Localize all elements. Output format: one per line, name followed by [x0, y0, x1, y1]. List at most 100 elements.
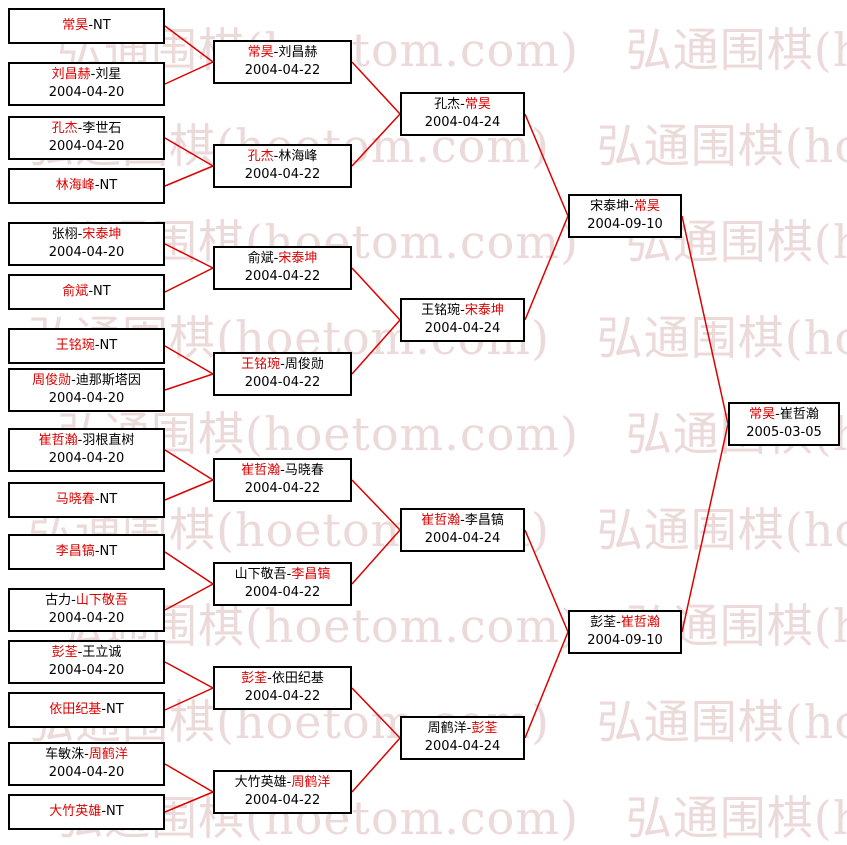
- match-pairing: 林海峰-NT: [56, 177, 117, 195]
- connector-line: [164, 267, 214, 293]
- connector-line: [164, 137, 214, 167]
- player2-name: NT: [93, 18, 111, 33]
- match-date: 2004-04-20: [48, 391, 125, 406]
- vs-separator: -: [629, 199, 634, 214]
- player1-name: 宋泰坤: [590, 199, 630, 214]
- player1-name: 崔哲瀚: [38, 433, 78, 448]
- vs-separator: -: [101, 804, 107, 819]
- match-pairing: 俞斌-宋泰坤: [248, 250, 318, 268]
- match-date: 2004-04-20: [48, 611, 125, 626]
- player1-name: 常昊: [247, 45, 274, 60]
- match-date: 2004-04-20: [48, 765, 125, 780]
- match-pairing: 孔杰-林海峰: [248, 148, 318, 166]
- connector-line: [164, 61, 214, 85]
- player1-name: 俞斌: [62, 284, 89, 299]
- connector-line: [524, 215, 569, 321]
- player2-name: NT: [93, 284, 111, 299]
- player1-name: 常昊: [749, 407, 776, 422]
- player1-name: 孔杰: [247, 149, 274, 164]
- match-pairing: 崔哲瀚-羽根直树: [39, 432, 135, 450]
- vs-separator: -: [94, 544, 100, 559]
- match-date: 2004-04-20: [48, 139, 125, 154]
- player2-name: 周俊勋: [284, 357, 324, 372]
- match-pairing: 马晓春-NT: [56, 491, 117, 509]
- player1-name: 车敏洙: [45, 747, 85, 762]
- player1-name: 大竹英雄: [49, 804, 102, 819]
- match-date: 2004-09-10: [587, 217, 663, 232]
- match-pairing: 周俊勋-迪那斯塔因: [32, 372, 141, 390]
- match-date: 2004-04-22: [244, 585, 321, 600]
- connector-line: [524, 631, 569, 739]
- player2-name: NT: [106, 804, 124, 819]
- match-round-1-4: 林海峰-NT: [8, 168, 165, 204]
- connector-line: [351, 267, 401, 321]
- player1-name: 张栩: [51, 227, 78, 242]
- connector-line: [351, 687, 401, 739]
- match-pairing: 张栩-宋泰坤: [52, 226, 122, 244]
- connector-line: [164, 373, 214, 391]
- match-pairing: 山下敬吾-李昌镐: [235, 566, 331, 584]
- connector-line: [164, 449, 214, 481]
- connector-line: [164, 661, 214, 689]
- match-pairing: 大竹英雄-周鹤洋: [235, 774, 331, 792]
- player2-name: 李世石: [82, 121, 122, 136]
- player1-name: 孔杰: [434, 97, 461, 112]
- connector-line: [681, 215, 729, 425]
- match-pairing: 孔杰-李世石: [52, 120, 122, 138]
- connector-line: [164, 583, 214, 611]
- vs-separator: -: [94, 492, 100, 507]
- match-date: 2004-04-22: [244, 689, 321, 704]
- vs-separator: -: [88, 284, 94, 299]
- vs-separator: -: [273, 149, 279, 164]
- player2-name: 李昌镐: [464, 513, 504, 528]
- vs-separator: -: [77, 227, 83, 242]
- match-pairing: 宋泰坤-常昊: [590, 198, 660, 216]
- match-round-1-10: 马晓春-NT: [8, 482, 165, 518]
- player1-name: 山下敬吾: [234, 567, 287, 582]
- player2-name: 周鹤洋: [291, 775, 331, 790]
- player1-name: 崔哲瀚: [421, 513, 461, 528]
- match-date: 2004-04-22: [244, 793, 321, 808]
- player2-name: 常昊: [464, 97, 491, 112]
- match-pairing: 常昊-崔哲瀚: [749, 406, 819, 424]
- connector-line: [164, 763, 214, 793]
- vs-separator: -: [77, 645, 83, 660]
- connector-line: [164, 687, 214, 711]
- match-pairing: 孔杰-常昊: [434, 96, 491, 114]
- match-date: 2004-04-20: [48, 663, 125, 678]
- connector-line: [351, 61, 401, 115]
- match-pairing: 李昌镐-NT: [56, 543, 117, 561]
- match-pairing: 王铭琬-周俊勋: [241, 356, 324, 374]
- watermark-text: 弘通围棋(hoetom.com) 弘通围棋(hoetom.com): [57, 215, 847, 269]
- match-pairing: 王铭琬-NT: [56, 337, 117, 355]
- vs-separator: -: [267, 671, 272, 686]
- match-date: 2004-04-22: [244, 375, 321, 390]
- match-date: 2004-04-24: [424, 739, 501, 754]
- player1-name: 彭荃: [241, 671, 268, 686]
- player1-name: 孔杰: [51, 121, 78, 136]
- player2-name: NT: [106, 702, 124, 717]
- player1-name: 彭荃: [51, 645, 78, 660]
- player1-name: 王铭琬: [421, 303, 461, 318]
- match-pairing: 周鹤洋-彭荃: [428, 720, 498, 738]
- vs-separator: -: [286, 567, 292, 582]
- match-round-1-6: 俞斌-NT: [8, 274, 165, 310]
- player2-name: 羽根直树: [82, 433, 135, 448]
- match-date: 2004-04-24: [424, 531, 501, 546]
- connector-line: [524, 113, 569, 217]
- player1-name: 彭荃: [590, 615, 617, 630]
- player1-name: 周鹤洋: [427, 721, 467, 736]
- vs-separator: -: [775, 407, 780, 422]
- player2-name: 山下敬吾: [75, 593, 128, 608]
